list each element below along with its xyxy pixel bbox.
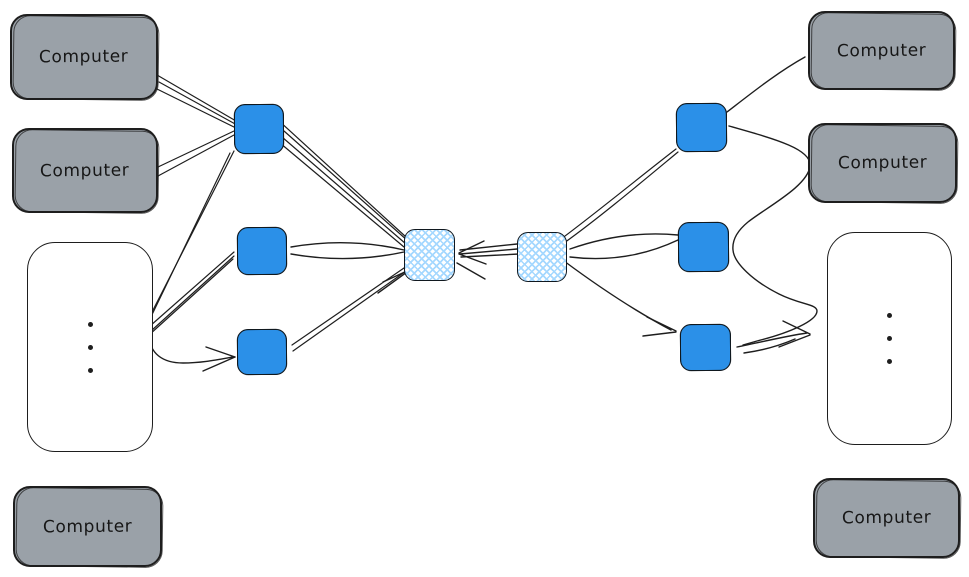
edge-left-computer1-switch1: [158, 81, 238, 126]
arrowhead-core1-lower: [377, 271, 408, 294]
edge-switch1-core1: [279, 142, 405, 248]
edge-rswitch1-computers-snake: [728, 125, 818, 346]
arrowhead-left-switch3: [205, 346, 236, 358]
edge-core2-core1: [460, 253, 520, 258]
more-computers-box-left: [27, 242, 153, 452]
edge-left-morebox-switch2: [150, 255, 235, 332]
edge-left-morebox-switch1: [149, 150, 235, 317]
arrowhead-rswitch3: [646, 316, 677, 332]
arrowhead-core1-right: [458, 253, 487, 265]
switch-node-right-3: [680, 324, 731, 371]
computer-label: Computer: [836, 40, 927, 61]
computer-node-left-2: Computer: [12, 128, 158, 213]
computer-node-right-2: Computer: [808, 123, 957, 203]
edge-switch1-core1: [281, 136, 407, 245]
more-computers-box-right: [827, 232, 952, 445]
core-router-left: [404, 229, 455, 281]
edge-switch1-core1: [277, 119, 407, 238]
arrowhead-right-morebox: [778, 334, 811, 348]
arrowhead-core1-lower: [382, 270, 408, 283]
edge-core2-rswitch1: [563, 151, 679, 244]
arrowhead-left-switch3: [202, 356, 236, 372]
arrowhead-core1-right: [456, 262, 486, 280]
edge-left-computer1-switch1: [156, 74, 237, 122]
edge-left-computer2-switch1: [157, 130, 235, 168]
switch-node-right-1: [676, 103, 727, 152]
edge-switch3-core1: [292, 270, 407, 352]
arrowhead-core1-right: [458, 240, 485, 254]
edge-switch1-core1: [283, 130, 409, 242]
edge-left-computer2-switch1: [157, 134, 235, 177]
edge-rswitch1-computer1: [726, 56, 806, 113]
edge-core2-core1: [459, 243, 518, 251]
switch-node-left-1: [234, 104, 284, 154]
computer-node-right-1: Computer: [808, 11, 955, 90]
edge-rswitch3-morebox: [736, 332, 808, 348]
computer-label: Computer: [42, 516, 133, 537]
edge-switch2-core1: [290, 241, 405, 251]
computer-label: Computer: [837, 152, 928, 174]
computer-label: Computer: [39, 46, 129, 68]
edge-left-morebox-switch1: [147, 152, 231, 324]
edge-core2-rswitch2: [569, 239, 679, 260]
core-router-right: [517, 232, 567, 282]
edge-core2-rswitch3: [563, 260, 672, 331]
computer-node-left-3: Computer: [13, 486, 162, 567]
vertical-ellipsis-icon: [887, 313, 892, 364]
edge-left-computer1-switch1: [156, 88, 237, 129]
arrowhead-rswitch3: [642, 331, 677, 337]
edge-left-morebox-switch2: [149, 251, 235, 327]
edge-switch2-core1: [290, 251, 405, 260]
edge-rswitch3-morebox: [743, 338, 796, 354]
edge-left-morebox-switch2: [148, 258, 234, 336]
switch-node-left-3: [237, 329, 287, 375]
edge-left-morebox-switch3: [148, 335, 234, 364]
vertical-ellipsis-icon: [87, 321, 93, 373]
switch-node-right-2: [678, 222, 729, 272]
edge-core2-rswitch1: [560, 148, 677, 240]
edge-core2-core1: [459, 248, 518, 255]
computer-label: Computer: [40, 160, 130, 181]
edge-core2-rswitch2: [569, 233, 679, 250]
switch-node-left-2: [237, 227, 287, 275]
arrowhead-right-morebox: [782, 320, 811, 335]
computer-label: Computer: [841, 507, 932, 529]
computer-node-right-3: Computer: [813, 478, 960, 558]
computer-node-left-1: Computer: [10, 14, 158, 100]
